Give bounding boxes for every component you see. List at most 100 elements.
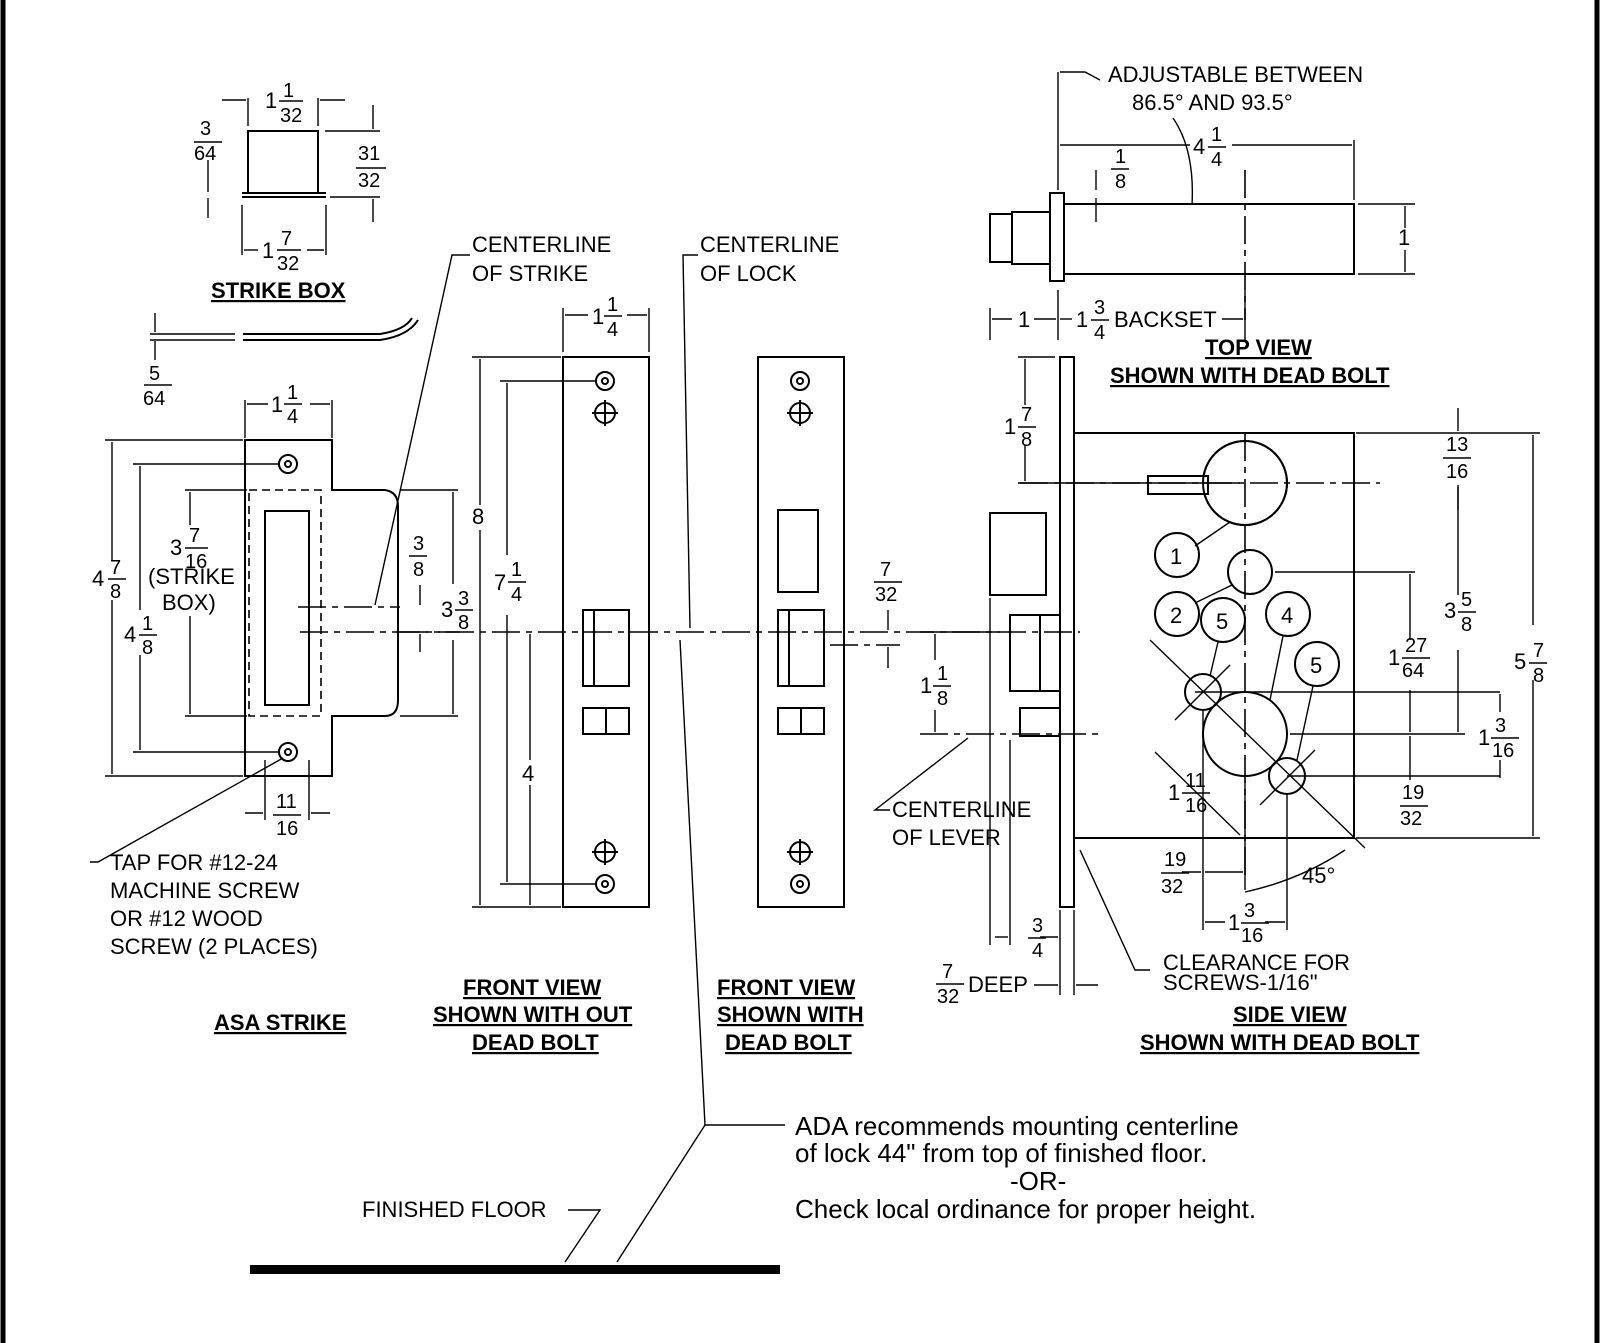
- svg-text:1: 1: [1004, 414, 1016, 439]
- svg-text:SCREWS-1/16": SCREWS-1/16": [1163, 970, 1318, 995]
- svg-text:BOX): BOX): [162, 590, 216, 615]
- svg-text:16: 16: [185, 551, 207, 573]
- svg-text:1: 1: [1076, 307, 1088, 332]
- centerline-lock-callout: CENTERLINE OF LOCK: [682, 232, 839, 629]
- svg-text:OF LOCK: OF LOCK: [700, 261, 797, 286]
- svg-text:7: 7: [189, 525, 200, 547]
- svg-text:19: 19: [1164, 849, 1186, 871]
- svg-text:32: 32: [277, 253, 299, 275]
- side-view-title-2: SHOWN WITH DEAD BOLT: [1140, 1030, 1420, 1055]
- ada-note-line-2: of lock 44" from top of finished floor.: [795, 1138, 1207, 1168]
- svg-text:1: 1: [1388, 645, 1400, 670]
- front-view-with-title-2: SHOWN WITH: [717, 1002, 864, 1027]
- svg-text:1: 1: [1211, 124, 1222, 146]
- svg-text:5: 5: [1461, 589, 1472, 611]
- side-view: 1 2 5 4 5 1 7 8: [936, 356, 1547, 1055]
- svg-text:3: 3: [1032, 915, 1043, 937]
- svg-text:3: 3: [1495, 715, 1506, 737]
- svg-text:8: 8: [472, 504, 484, 529]
- svg-text:45°: 45°: [1302, 863, 1335, 888]
- svg-text:1: 1: [1228, 910, 1240, 935]
- svg-text:(STRIKE: (STRIKE: [148, 564, 235, 589]
- front-view-without-title-2: SHOWN WITH OUT: [433, 1002, 633, 1027]
- strike-box-title: STRIKE BOX: [211, 278, 346, 303]
- svg-text:OF LEVER: OF LEVER: [892, 825, 1001, 850]
- svg-text:5: 5: [1310, 653, 1322, 678]
- svg-text:7: 7: [1021, 404, 1032, 426]
- svg-text:32: 32: [358, 170, 380, 192]
- svg-text:ADJUSTABLE BETWEEN: ADJUSTABLE BETWEEN: [1108, 62, 1363, 87]
- svg-text:1: 1: [937, 663, 948, 685]
- svg-text:2: 2: [1170, 603, 1182, 628]
- svg-text:1: 1: [142, 613, 153, 635]
- svg-text:1: 1: [607, 294, 618, 316]
- top-view-title-2: SHOWN WITH DEAD BOLT: [1110, 363, 1390, 388]
- svg-text:64: 64: [143, 388, 165, 410]
- svg-text:MACHINE SCREW: MACHINE SCREW: [110, 878, 300, 903]
- balloon-5a: 5: [1200, 597, 1246, 677]
- svg-text:7: 7: [942, 961, 953, 983]
- ada-note-line-4: Check local ordinance for proper height.: [795, 1194, 1256, 1224]
- svg-text:8: 8: [458, 612, 469, 634]
- centerline-strike-callout: CENTERLINE OF STRIKE: [374, 232, 611, 606]
- svg-text:BACKSET: BACKSET: [1114, 307, 1217, 332]
- center-offset-dims: 7 32 1 1 8: [830, 559, 1100, 735]
- svg-text:32: 32: [280, 105, 302, 127]
- svg-text:3: 3: [200, 118, 211, 140]
- svg-text:32: 32: [1161, 876, 1183, 898]
- svg-text:FINISHED FLOOR: FINISHED FLOOR: [362, 1197, 547, 1222]
- svg-text:7: 7: [281, 228, 292, 250]
- front-view-with-title-1: FRONT VIEW: [717, 975, 855, 1000]
- svg-text:64: 64: [194, 143, 216, 165]
- svg-text:7: 7: [110, 557, 121, 579]
- svg-text:16: 16: [276, 818, 298, 840]
- svg-text:3: 3: [458, 588, 469, 610]
- svg-text:4: 4: [1211, 149, 1222, 171]
- asa-strike-title: ASA STRIKE: [214, 1010, 346, 1035]
- svg-text:3: 3: [441, 597, 453, 622]
- svg-text:1: 1: [511, 559, 522, 581]
- svg-text:11: 11: [1185, 770, 1206, 792]
- balloon-2: 2: [1154, 584, 1233, 637]
- front-view-without-title-1: FRONT VIEW: [463, 975, 601, 1000]
- ada-note: ADA recommends mounting centerline of lo…: [616, 639, 1256, 1263]
- svg-text:1: 1: [1168, 780, 1180, 805]
- svg-text:1: 1: [1170, 544, 1182, 569]
- top-view: ADJUSTABLE BETWEEN 86.5° AND 93.5° 4 1 4…: [989, 62, 1415, 388]
- front-view-with-title-3: DEAD BOLT: [725, 1030, 852, 1055]
- svg-text:OR #12 WOOD: OR #12 WOOD: [110, 906, 263, 931]
- svg-text:1: 1: [265, 88, 277, 113]
- svg-text:8: 8: [1461, 614, 1472, 636]
- svg-text:5: 5: [1514, 649, 1526, 674]
- svg-text:16: 16: [1241, 925, 1263, 947]
- svg-text:CENTERLINE: CENTERLINE: [892, 797, 1031, 822]
- svg-text:5: 5: [1216, 609, 1228, 634]
- svg-text:7: 7: [494, 570, 506, 595]
- svg-text:31: 31: [358, 143, 380, 165]
- svg-text:8: 8: [937, 688, 948, 710]
- svg-text:4: 4: [1094, 322, 1105, 344]
- side-view-title-1: SIDE VIEW: [1233, 1002, 1347, 1027]
- svg-text:27: 27: [1405, 635, 1427, 657]
- svg-text:1: 1: [1398, 225, 1410, 250]
- svg-text:1: 1: [1115, 146, 1126, 168]
- svg-text:8: 8: [1021, 429, 1032, 451]
- svg-text:4: 4: [607, 319, 618, 341]
- svg-text:16: 16: [1185, 795, 1207, 817]
- balloon-1: 1: [1154, 521, 1231, 578]
- ada-note-line-1: ADA recommends mounting centerline: [795, 1111, 1239, 1141]
- svg-text:7: 7: [1533, 640, 1544, 662]
- svg-text:5: 5: [149, 363, 160, 385]
- svg-text:1: 1: [271, 392, 283, 417]
- svg-text:11: 11: [276, 791, 297, 813]
- svg-text:1: 1: [262, 238, 274, 263]
- svg-text:8: 8: [142, 637, 153, 659]
- svg-text:4: 4: [1193, 134, 1205, 159]
- svg-text:4: 4: [511, 584, 522, 606]
- svg-text:32: 32: [1400, 808, 1422, 830]
- svg-text:4: 4: [92, 566, 104, 591]
- svg-text:16: 16: [1446, 461, 1468, 483]
- centerline-lever-callout: CENTERLINE OF LEVER: [872, 737, 1031, 850]
- svg-text:CENTERLINE: CENTERLINE: [700, 232, 839, 257]
- svg-text:1: 1: [920, 673, 932, 698]
